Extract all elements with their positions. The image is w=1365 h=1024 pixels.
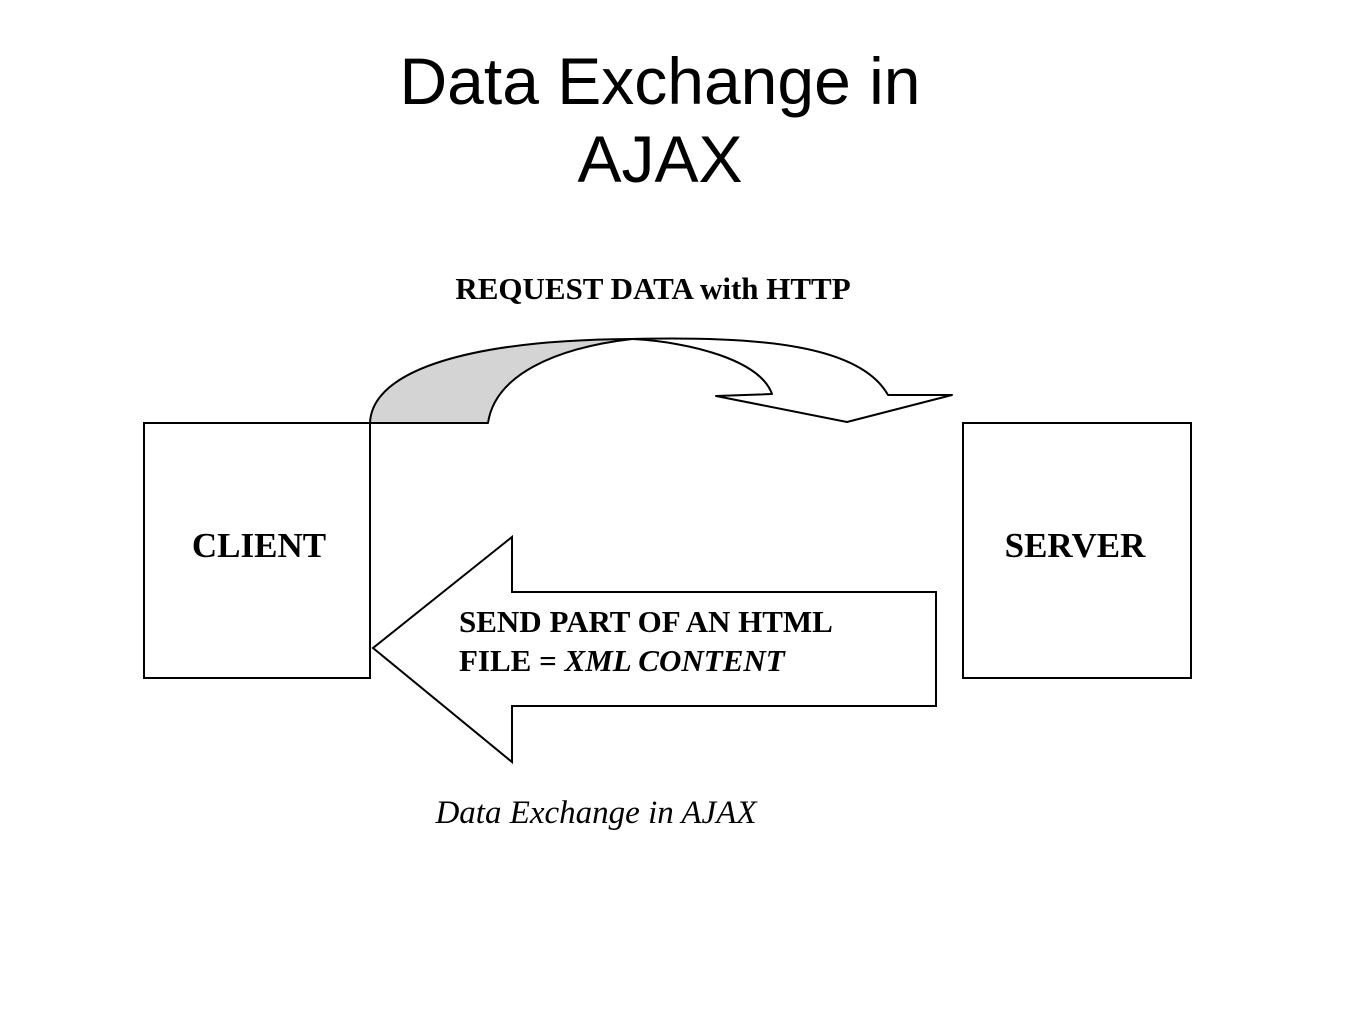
request-arrow (631, 337, 953, 423)
client-box (143, 422, 371, 679)
request-arrow-shaded-part (369, 338, 633, 424)
request-label: REQUEST DATA with HTTP (455, 271, 850, 306)
server-box (962, 422, 1192, 679)
slide-title-line-2: AJAX (577, 122, 743, 196)
response-label-line-1: SEND PART OF AN HTML (459, 604, 833, 639)
response-label-line-2: FILE = XML CONTENT (459, 643, 786, 678)
diagram-caption: Data Exchange in AJAX (434, 795, 758, 831)
slide-title-line-1: Data Exchange in (399, 44, 921, 118)
server-label: SERVER (1005, 526, 1146, 565)
client-label: CLIENT (192, 526, 326, 565)
response-label-prefix: FILE = (459, 643, 565, 678)
slide-title: Data Exchange in AJAX (0, 42, 1320, 198)
response-label-italic: XML CONTENT (564, 643, 786, 678)
response-arrow (371, 534, 937, 765)
